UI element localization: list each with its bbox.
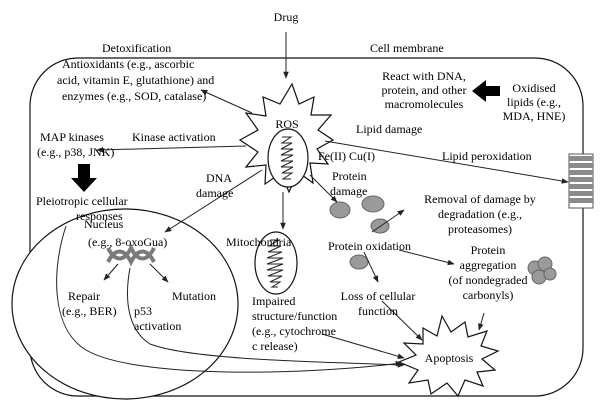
svg-text:function: function	[358, 304, 398, 318]
removal-of-damage-label: Removal of damage by degradation (e.g., …	[424, 192, 536, 236]
lipid-damage-label: Lipid damage	[356, 122, 422, 136]
pleiotropic-responses-label: Pleiotropic cellular responses	[36, 194, 128, 223]
arrow-loss-to-apoptosis	[381, 300, 423, 341]
arrow-aggregation-to-apoptosis	[478, 312, 485, 331]
svg-text:MAP kinases: MAP kinases	[40, 130, 104, 144]
svg-text:aggregation: aggregation	[460, 258, 517, 272]
cell-membrane-label: Cell membrane	[370, 41, 444, 55]
protein-damage-label: Protein damage	[330, 169, 367, 198]
svg-text:MDA, HNE): MDA, HNE)	[503, 109, 566, 123]
repair-label: Repair (e.g., BER)	[62, 289, 117, 318]
svg-text:damage: damage	[196, 186, 233, 200]
svg-text:Protein: Protein	[332, 169, 367, 183]
svg-text:Pleiotropic cellular: Pleiotropic cellular	[36, 194, 128, 208]
svg-text:responses: responses	[76, 209, 123, 223]
svg-text:protein, and other: protein, and other	[382, 83, 467, 97]
mitochondrion-icon	[267, 128, 309, 188]
loss-of-function-label: Loss of cellular function	[341, 289, 416, 318]
protein-blob-icon	[329, 201, 351, 219]
protein-blob-icon	[349, 254, 369, 270]
svg-text:(e.g., p38, JNK): (e.g., p38, JNK)	[37, 145, 114, 159]
svg-text:Loss of cellular: Loss of cellular	[341, 289, 416, 303]
apoptosis-label: Apoptosis	[425, 351, 474, 365]
arrow-dna-to-repair	[103, 263, 119, 281]
arrow-ros-to-lipid-peroxidation	[324, 140, 569, 184]
dna-damage-label: DNA damage	[196, 171, 233, 200]
arrow-ros-to-protein	[309, 174, 338, 203]
arrow-p53-to-apoptosis	[127, 267, 405, 368]
svg-text:proteasomes): proteasomes)	[448, 222, 512, 236]
svg-text:Repair: Repair	[68, 289, 100, 303]
metal-ions-label: Fe(II) Cu(I)	[318, 149, 375, 163]
kinase-activation-label: Kinase activation	[132, 130, 216, 144]
mutation-label: Mutation	[172, 289, 216, 303]
svg-text:Antioxidants (e.g., ascorbic: Antioxidants (e.g., ascorbic	[62, 57, 194, 71]
lipid-peroxidation-label: Lipid peroxidation	[442, 149, 532, 163]
svg-text:Impaired: Impaired	[252, 294, 295, 308]
detoxification-label: Detoxification Antioxidants (e.g., ascor…	[57, 41, 214, 103]
p53-activation-label: p53 activation	[134, 304, 181, 333]
arrow-protein-to-aggregation	[398, 249, 455, 266]
arrow-pleiotropic-to-apoptosis	[56, 225, 403, 373]
arrow-ros-to-nucleus	[164, 169, 263, 233]
protein-aggregate-icon	[527, 256, 557, 285]
svg-text:acid, vitamin E, glutathione): acid, vitamin E, glutathione) and	[57, 73, 214, 87]
svg-text:activation: activation	[134, 319, 181, 333]
svg-text:p53: p53	[134, 304, 152, 318]
arrow-dna-to-mutation	[149, 263, 169, 283]
black-arrow-down-icon	[71, 164, 97, 192]
oxogua-label: (e.g., 8-oxoGua)	[88, 235, 167, 249]
ros-label: ROS	[275, 117, 298, 131]
svg-text:enzymes (e.g., SOD, catalase): enzymes (e.g., SOD, catalase)	[62, 89, 206, 103]
mitochondria-label: Mitochondria	[226, 235, 292, 249]
protein-blob-icon	[361, 195, 385, 213]
svg-text:DNA: DNA	[206, 171, 232, 185]
svg-text:(e.g., cytochrome: (e.g., cytochrome	[252, 324, 336, 338]
dna-helix-icon	[106, 243, 156, 267]
svg-text:c release): c release)	[252, 339, 298, 353]
protein-oxidation-label: Protein oxidation	[328, 239, 411, 253]
svg-text:damage: damage	[330, 184, 367, 198]
arrow-protein-to-removal	[371, 209, 405, 233]
black-arrow-left-icon	[472, 80, 500, 102]
react-with-dna-label: React with DNA, protein, and other macro…	[382, 69, 467, 111]
svg-text:Oxidised: Oxidised	[512, 81, 555, 95]
arrow-ros-to-map-kinases	[96, 145, 247, 153]
drug-label: Drug	[274, 10, 299, 24]
arrow-impaired-to-apoptosis	[321, 333, 405, 359]
svg-text:macromolecules: macromolecules	[385, 97, 464, 111]
oxidised-lipids-label: Oxidised lipids (e.g., MDA, HNE)	[503, 81, 566, 123]
nucleus-label: Nucleus	[84, 217, 124, 231]
svg-text:carbonyls): carbonyls)	[463, 288, 514, 302]
svg-text:(e.g., BER): (e.g., BER)	[62, 304, 117, 318]
svg-text:Detoxification: Detoxification	[102, 41, 171, 55]
mitochondrion-icon	[254, 231, 298, 295]
apoptosis-starburst	[397, 314, 500, 398]
svg-text:Removal of damage by: Removal of damage by	[424, 192, 536, 206]
svg-text:lipids (e.g.,: lipids (e.g.,	[507, 95, 561, 109]
arrow-ros-to-detox	[200, 89, 253, 114]
map-kinases-label: MAP kinases (e.g., p38, JNK)	[37, 130, 114, 159]
membrane-channel-icon	[568, 153, 594, 209]
svg-text:(of nondegraded: (of nondegraded	[449, 273, 528, 287]
arrow-protein-to-loss	[363, 251, 379, 283]
impaired-function-label: Impaired structure/function (e.g., cytoc…	[252, 294, 337, 353]
svg-text:structure/function: structure/function	[252, 309, 337, 323]
protein-aggregation-label: Protein aggregation (of nondegraded carb…	[449, 243, 528, 302]
svg-text:React with DNA,: React with DNA,	[382, 69, 466, 83]
svg-text:degradation (e.g.,: degradation (e.g.,	[438, 207, 522, 221]
svg-text:Protein: Protein	[471, 243, 506, 257]
